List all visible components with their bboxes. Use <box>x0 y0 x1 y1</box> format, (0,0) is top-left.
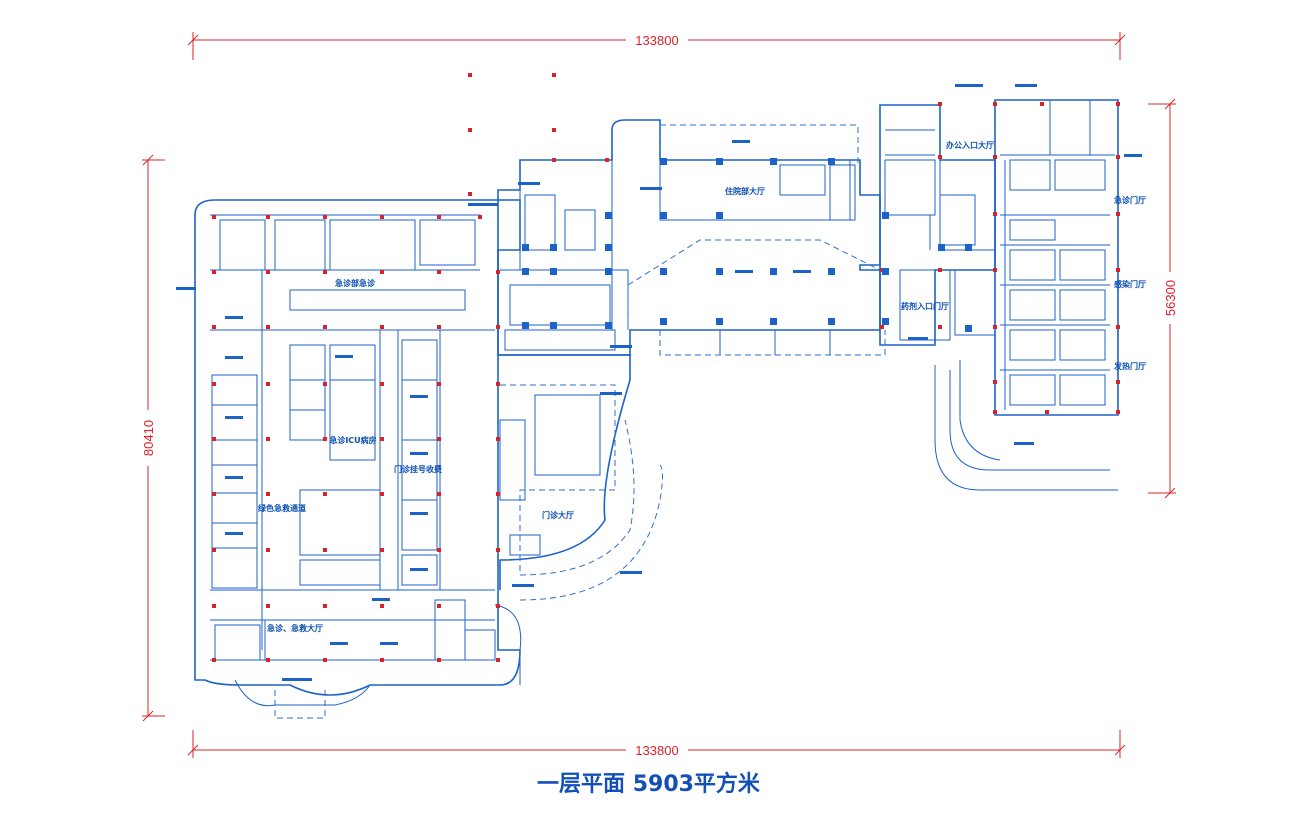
label-emergency-icu: 急诊ICU病房 <box>329 435 376 445</box>
building-walls <box>194 99 1119 719</box>
dimension-left: 80410 <box>141 420 156 456</box>
dimension-right: 56300 <box>1163 280 1178 316</box>
drawing-title: 一层平面 5903平方米 <box>537 772 760 797</box>
label-office-entrance-hall: 办公入口大厅 <box>946 140 994 150</box>
label-emergency-foyer: 急诊门厅 <box>1114 195 1146 205</box>
label-fever-foyer: 发热门厅 <box>1113 361 1146 371</box>
label-emergency-rescue-hall: 急诊、急救大厅 <box>267 623 323 633</box>
room-labels: 住院部大厅 办公入口大厅 急诊门厅 感染门厅 发热门厅 急诊部急诊 急诊ICU病… <box>258 140 1146 633</box>
column-grid-markers <box>212 73 1120 662</box>
dimension-top: 133800 <box>635 33 678 48</box>
dimension-bottom: 133800 <box>635 743 678 758</box>
structural-columns <box>522 158 972 332</box>
label-emergency-department: 急诊部急诊 <box>335 278 376 288</box>
label-outpatient-registration: 门诊挂号收费 <box>394 464 442 474</box>
label-infection-foyer: 感染门厅 <box>1114 279 1146 289</box>
dimension-lines <box>142 32 1176 758</box>
label-green-rescue-channel: 绿色急救通道 <box>258 503 306 513</box>
label-outpatient-hall: 门诊大厅 <box>542 510 574 520</box>
furniture-marks <box>176 84 1142 681</box>
label-inpatient-hall: 住院部大厅 <box>725 186 765 196</box>
label-pharmacy-entrance: 药剂入口门厅 <box>901 301 949 311</box>
